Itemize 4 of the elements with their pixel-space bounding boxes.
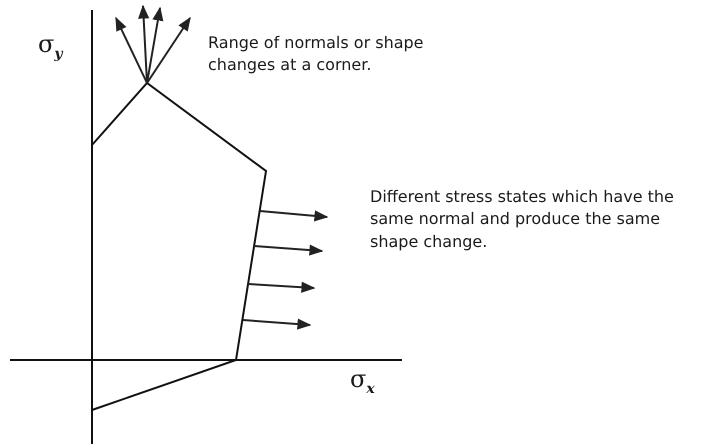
axis-label: σ$_{y}$ [38, 32, 63, 61]
annotation-text: Range of normals or shape changes at a corner. [208, 32, 425, 76]
axis-label: σ$_{x}$ [350, 367, 375, 396]
annotation-text: Different stress states which have the same normal and produce the same shape change. [370, 186, 675, 253]
